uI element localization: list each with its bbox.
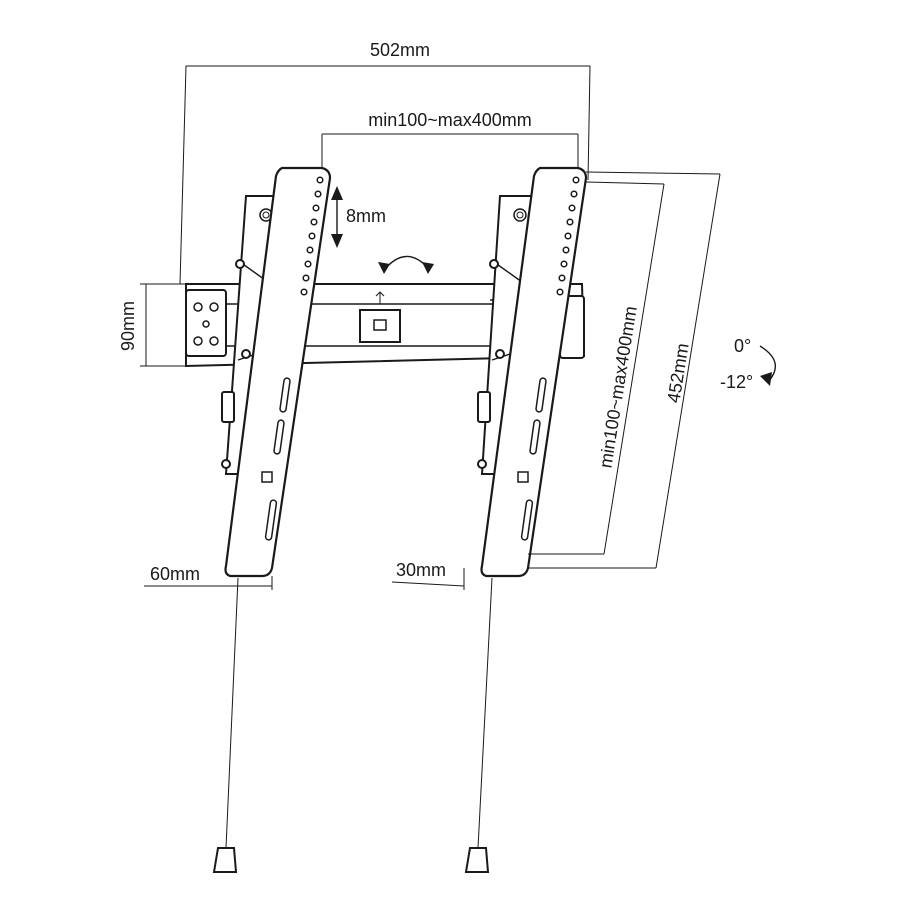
dim-vertical-adjust: 8mm [331,186,386,248]
dim-left-offset: 60mm [144,564,273,590]
label-vesa-horizontal: min100~max400mm [368,110,532,130]
arrow-up-icon [331,186,343,200]
left-arm [221,166,332,578]
right-arm [477,166,588,578]
label-vertical-adjust: 8mm [346,206,386,226]
dim-plate-height: 90mm [118,283,186,367]
label-left-offset: 60mm [150,564,200,584]
label-overall-height: 452mm [664,342,693,404]
pull-cords [212,577,493,873]
label-tilt-max: 0° [734,336,751,356]
dim-vesa-horizontal: min100~max400mm [321,110,579,168]
rotation-arrow-icon [378,255,434,274]
label-plate-height: 90mm [118,301,138,351]
dim-overall-width: 502mm [179,40,591,285]
label-tilt-min: -12° [720,372,753,392]
label-right-offset: 30mm [396,560,446,580]
label-overall-width: 502mm [370,40,430,60]
dim-right-offset: 30mm [391,560,465,590]
right-cord-weight [464,847,490,873]
left-cord-weight [212,847,238,873]
tilt-indicator: 0° -12° [720,336,777,392]
arrow-down-icon [331,234,343,248]
label-vesa-vertical: min100~max400mm [595,305,640,470]
